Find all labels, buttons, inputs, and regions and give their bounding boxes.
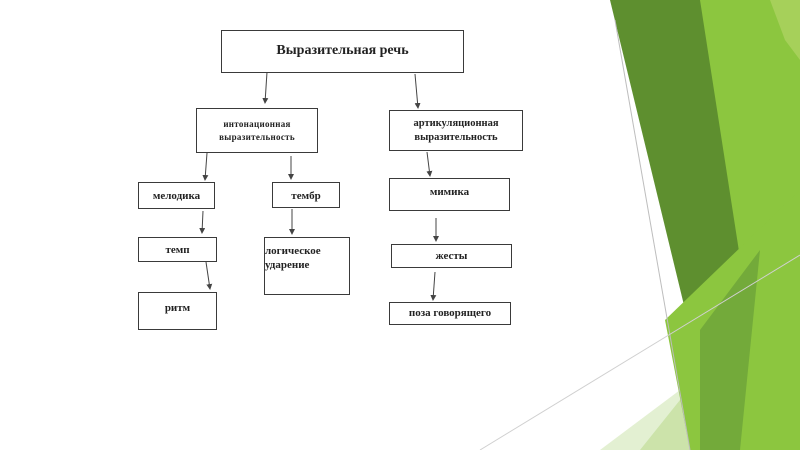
node-melody: мелодика [138,182,215,209]
node-speaker-posture-label: поза говорящего [408,307,492,320]
node-rhythm: ритм [138,292,217,330]
dark-green-shape-lower [700,250,760,450]
thin-diagonal-line-2 [479,254,800,450]
node-tempo: темп [138,237,217,262]
node-intonation-line1: интонационная [223,118,291,129]
node-timbre: тембр [272,182,340,208]
node-intonation-line2: выразительность [219,131,295,142]
accent-green-strip [770,0,800,60]
node-melody-label: мелодика [152,190,201,202]
node-speaker-posture: поза говорящего [389,302,511,325]
node-intonation-expressiveness: интонационная выразительность [196,108,318,153]
node-gestures-label: жесты [435,249,468,262]
thin-diagonal-line [614,19,691,450]
node-articulation-line1: артикуляционная [413,117,499,129]
node-articulation-expressiveness: артикуляционная выразительность [389,110,523,151]
node-timbre-label: тембр [291,190,321,202]
node-rhythm-label: ритм [164,302,191,314]
node-mimicry-label: мимика [429,186,470,198]
node-logical-stress-line2: ударение [265,259,310,272]
node-tempo-label: темп [165,244,190,256]
node-gestures: жесты [391,244,512,268]
node-expressive-speech-label: Выразительная речь [276,43,409,59]
node-expressive-speech: Выразительная речь [221,30,464,73]
node-mimicry: мимика [389,178,510,211]
node-logical-stress: логическое ударение [264,237,350,295]
node-articulation-line2: выразительность [414,131,498,143]
node-logical-stress-line1: логическое [265,245,321,257]
